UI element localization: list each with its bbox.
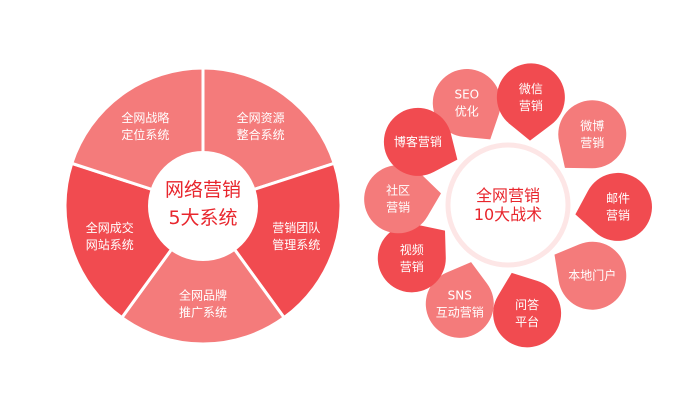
- flower-center-title-line: 10大战术: [474, 205, 542, 224]
- petal-label-line: 营销: [386, 201, 410, 215]
- tactic-petal: [493, 272, 562, 348]
- petal-label: 社区营销: [386, 183, 410, 215]
- petal-label-line: 微博: [580, 118, 604, 133]
- petal-label: 微博营销: [580, 118, 604, 150]
- petal-label-line: 营销: [580, 136, 604, 150]
- petal-label-line: 微信: [519, 82, 543, 96]
- petal-label: 邮件营销: [606, 191, 630, 222]
- petal-label-line: 营销: [400, 260, 424, 274]
- petal-label: SNS 互动营销: [436, 288, 484, 319]
- flower-center-title-line: 全网营销: [476, 186, 540, 205]
- petal-label-line: 平台: [515, 314, 539, 329]
- segment-label-line: 全网资源: [237, 110, 285, 125]
- petal-label: 问答平台: [515, 297, 539, 329]
- segment-label: 营销团队管理系统: [272, 220, 320, 252]
- segment-label-line: 管理系统: [272, 237, 320, 252]
- petal-label-line: 视频: [400, 242, 424, 257]
- petal-label: 本地门户: [568, 268, 616, 283]
- petal-label-line: 本地门户: [568, 268, 616, 283]
- flower-center-circle: [445, 142, 571, 268]
- segment-label-line: 全网成交: [86, 220, 134, 235]
- segment-label-line: 全网品牌: [179, 288, 227, 303]
- segment-label-line: 推广系统: [179, 306, 227, 320]
- pie-segment: [119, 203, 287, 346]
- petal-label-line: SNS: [448, 288, 472, 302]
- petal-label-line: 营销: [606, 208, 630, 222]
- petal-label: 微信营销: [519, 82, 543, 113]
- pie-center-title: 网络营销 5大系统: [165, 179, 241, 229]
- petal-label-line: SEO: [454, 88, 479, 102]
- segment-label: 全网资源整合系统: [237, 110, 285, 142]
- tactic-petal: [554, 241, 627, 310]
- petal-label-line: 优化: [455, 105, 479, 119]
- tactic-petal: [558, 100, 627, 169]
- segment-label: 全网品牌推广系统: [179, 288, 227, 320]
- segment-label: 全网战略定位系统: [121, 110, 169, 142]
- petal-label: 视频营销: [400, 242, 424, 274]
- tactic-petal: [432, 69, 501, 140]
- petal-label-line: 问答: [515, 297, 539, 312]
- petal-label: 博客营销: [394, 134, 442, 149]
- petal-label-line: 邮件: [606, 191, 630, 205]
- pie-center-title-line: 5大系统: [168, 207, 237, 229]
- pie-center-title-line: 网络营销: [165, 179, 241, 201]
- tactic-petal: [377, 224, 446, 293]
- petal-label-line: 社区: [386, 183, 410, 198]
- petal-label: SEO 优化: [454, 88, 479, 119]
- tactic-petal: [575, 172, 652, 241]
- segment-label-line: 营销团队: [272, 220, 320, 235]
- petal-label-line: 博客营销: [394, 134, 442, 149]
- segment-label: 全网成交网站系统: [86, 220, 134, 252]
- tactic-petal: [425, 262, 494, 338]
- tactic-petal: [364, 165, 442, 234]
- segment-label-line: 网站系统: [86, 238, 134, 252]
- petal-label-line: 营销: [519, 99, 543, 113]
- tactic-petal: [383, 107, 458, 176]
- petal-label-line: 互动营销: [436, 305, 484, 319]
- pie-center-circle: [148, 151, 258, 261]
- segment-label-line: 全网战略: [121, 110, 169, 125]
- tactic-petal: [496, 63, 565, 141]
- segment-label-line: 整合系统: [237, 127, 285, 142]
- segment-label-line: 定位系统: [121, 127, 169, 142]
